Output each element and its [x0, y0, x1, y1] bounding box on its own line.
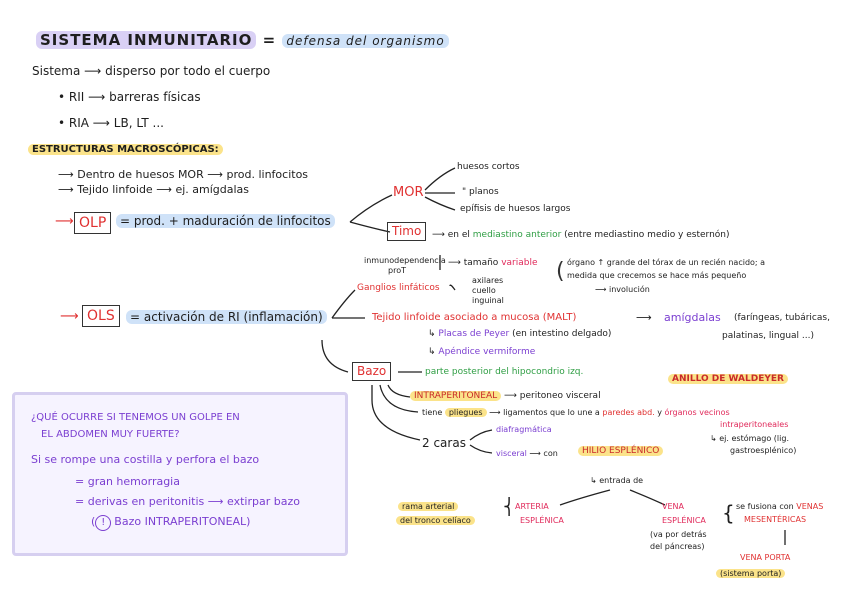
amigdalas-desc-2: palatinas, lingual ...): [722, 331, 814, 341]
mor-label: MOR: [393, 185, 424, 200]
warning-icon: !: [95, 515, 112, 531]
callout-line-2: = gran hemorragia: [75, 475, 180, 488]
arrow-mor-cortos: [424, 167, 456, 191]
intro-line-3: • RIA ⟶ LB, LT ...: [58, 116, 164, 130]
mor-huesos-planos: " planos: [462, 187, 499, 197]
amigdalas-label: amígdalas: [664, 311, 721, 324]
vena-desc-1: (va por detrás: [650, 530, 707, 539]
arteria-esplenica-1: ARTERIA: [515, 502, 549, 511]
ganglios-axilares: axilares: [472, 276, 504, 285]
timo-note-3: ⟶ involución: [595, 285, 650, 294]
timo-location: ⟶ en el mediastino anterior (entre media…: [432, 230, 730, 240]
bazo-box: Bazo: [352, 362, 392, 381]
callout-line-3: = derivas en peritonitis ⟶ extirpar bazo: [75, 495, 300, 508]
ols-arrow-icon: ⟶: [60, 309, 79, 324]
timo-note-1: órgano ↑ grande del tórax de un recién n…: [567, 258, 766, 267]
arrow-bazo-pliegues: [379, 384, 419, 413]
arrow-bazo-caras: [371, 385, 421, 441]
vena-esplenica-1: VENA: [662, 502, 684, 511]
sistema-porta: (sistema porta): [716, 569, 786, 579]
bazo-ejemplo: ↳ ej. estómago (lig.: [710, 434, 789, 443]
ganglios-inguinal: inguinal: [472, 296, 504, 305]
callout-question-1: ¿QUÉ OCURRE SI TENEMOS UN GOLPE EN: [31, 412, 240, 423]
vena-desc-2: del páncreas): [650, 542, 705, 551]
arteria-bracket: ⎨: [503, 497, 515, 516]
timo-note-2: medida que crecemos se hace más pequeño: [567, 271, 747, 280]
arrow-olp-mor: [349, 194, 393, 223]
malt-label: Tejido linfoide asociado a mucosa (MALT): [372, 312, 577, 323]
arrow-caras-visc: [469, 444, 493, 454]
estructuras-heading: ESTRUCTURAS MACROSCÓPICAS:: [28, 143, 223, 157]
bazo-visceral-line: visceral ⟶ con: [496, 449, 558, 458]
bazo-intraperitoneales: intraperitoneales: [720, 420, 789, 429]
rama-arterial-1: rama arterial: [398, 502, 459, 512]
bazo-caras: 2 caras: [422, 436, 466, 450]
ganglios-label: Ganglios linfáticos: [357, 283, 440, 293]
callout-question-2: EL ABDOMEN MUY FUERTE?: [41, 429, 180, 440]
bazo-ejemplo-2: gastroesplénico): [730, 446, 797, 455]
timo-note-brace: (: [556, 259, 565, 284]
arrow-ganglios-brace: [449, 284, 456, 291]
ols-description: = activación de RI (inflamación): [126, 310, 327, 324]
hilio-esplenico: HILIO ESPLÉNICO: [578, 446, 664, 457]
olp-arrow-icon: ⟶: [55, 214, 74, 229]
entrada-de: ↳ entrada de: [590, 476, 644, 485]
intro-line-2: • RII ⟶ barreras físicas: [58, 90, 201, 104]
anillo-waldeyer: ANILLO DE WALDEYER: [668, 374, 788, 385]
title-line: SISTEMA INMUNITARIO = defensa del organi…: [36, 30, 449, 51]
bazo-location: parte posterior del hipocondrio izq.: [425, 367, 584, 377]
page-title: SISTEMA INMUNITARIO: [36, 31, 257, 49]
intro-line-1: Sistema ⟶ disperso por todo el cuerpo: [32, 64, 271, 78]
ols-box: OLS: [82, 305, 120, 327]
venas-mesentericas: MESENTÉRICAS: [744, 515, 807, 524]
bazo-intraperitoneal: INTRAPERITONEAL ⟶ peritoneo visceral: [410, 391, 601, 402]
olp-box: OLP: [74, 212, 112, 234]
estructuras-bullet-2: ⟶ Tejido linfoide ⟶ ej. amígdalas: [58, 183, 250, 196]
bazo-diafragmatica: diafragmática: [496, 425, 552, 434]
olp-description: = prod. + maduración de linfocitos: [116, 214, 335, 228]
timo-box: Timo: [387, 222, 427, 241]
bazo-pliegues: tiene pliegues ⟶ ligamentos que lo une a…: [422, 408, 730, 417]
malt-apendice: ↳ Apéndice vermiforme: [428, 347, 536, 357]
vena-esplenica-2: ESPLÉNICA: [662, 516, 706, 525]
arteria-esplenica-2: ESPLÉNICA: [520, 516, 564, 525]
arrow-ols-ganglios: [331, 289, 356, 319]
arrow-ols-bazo: [321, 339, 349, 373]
callout-box: ¿QUÉ OCURRE SI TENEMOS UN GOLPE EN EL AB…: [12, 392, 348, 556]
title-subtitle: defensa del organismo: [282, 34, 449, 48]
mor-huesos-cortos: huesos cortos: [457, 162, 520, 172]
callout-line-1: Si se rompe una costilla y perfora el ba…: [31, 453, 260, 466]
timo-size: ⟶ tamaño variable: [448, 258, 538, 268]
vena-brace: {: [722, 501, 735, 525]
ganglios-cuello: cuello: [472, 286, 496, 295]
malt-arrow-icon: ⟶: [636, 311, 652, 324]
mor-epifisis: epífisis de huesos largos: [460, 204, 571, 214]
callout-line-4: (!Bazo INTRAPERITONEAL): [91, 515, 250, 531]
amigdalas-desc-1: (faríngeas, tubáricas,: [734, 313, 830, 323]
arrow-entrada-vena: [629, 489, 666, 506]
fusiona-line: se fusiona con VENAS: [736, 502, 824, 511]
arrow-entrada-arteria: [559, 489, 611, 506]
estructuras-bullet-1: ⟶ Dentro de huesos MOR ⟶ prod. linfocito…: [58, 168, 309, 181]
arrow-caras-diaf: [469, 429, 493, 441]
arrow-olp-timo: [349, 221, 391, 233]
arrow-mor-epifisis: [424, 196, 456, 211]
rama-arterial-2: del tronco celíaco: [396, 516, 475, 526]
timo-inmuno-1: inmunodependencia: [364, 256, 446, 265]
title-equals: =: [262, 31, 277, 49]
malt-placas: ↳ Placas de Peyer (en intestino delgado): [428, 329, 612, 339]
vena-porta: VENA PORTA: [740, 553, 791, 562]
timo-inmuno-2: proT: [388, 266, 406, 275]
arrow-bazo-intra: [387, 384, 411, 398]
